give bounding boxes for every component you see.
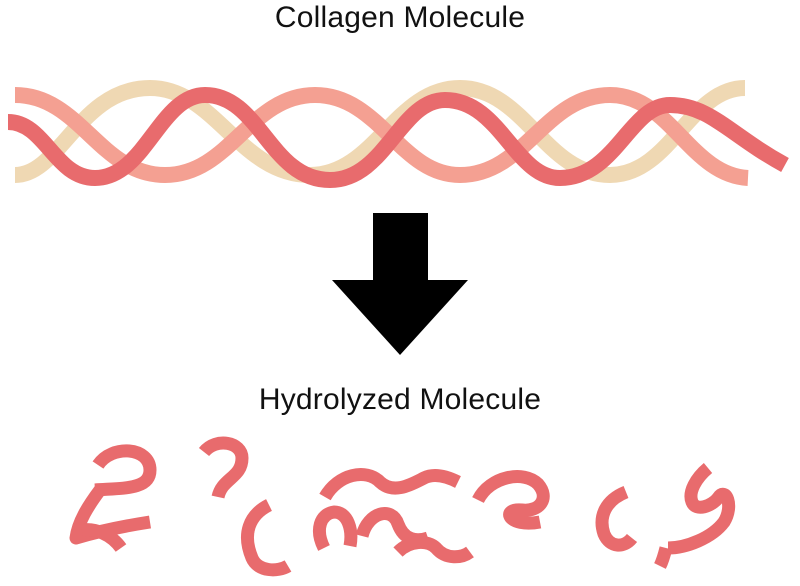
- fragment-3: [81, 523, 127, 553]
- fragment-4: [198, 436, 249, 500]
- fragment-1: [92, 444, 157, 497]
- collagen-molecule-label: Collagen Molecule: [274, 1, 526, 34]
- hydrolyzed-fragments: [69, 436, 736, 577]
- fragment-12: [667, 463, 736, 555]
- fragment-13: [654, 546, 673, 569]
- hydrolyzed-molecule-label: Hydrolyzed Molecule: [258, 383, 542, 416]
- fragment-9: [393, 536, 474, 564]
- helix-strand-red: [7, 87, 789, 188]
- fragment-7: [319, 468, 461, 501]
- fragment-10: [472, 470, 550, 530]
- fragment-2: [69, 486, 152, 545]
- collagen-triple-helix: [7, 80, 789, 188]
- fragment-6: [313, 505, 358, 551]
- fragment-5: [241, 499, 292, 577]
- fragment-8: [355, 507, 431, 547]
- down-arrow-icon: [332, 213, 468, 355]
- fragment-11: [595, 485, 638, 552]
